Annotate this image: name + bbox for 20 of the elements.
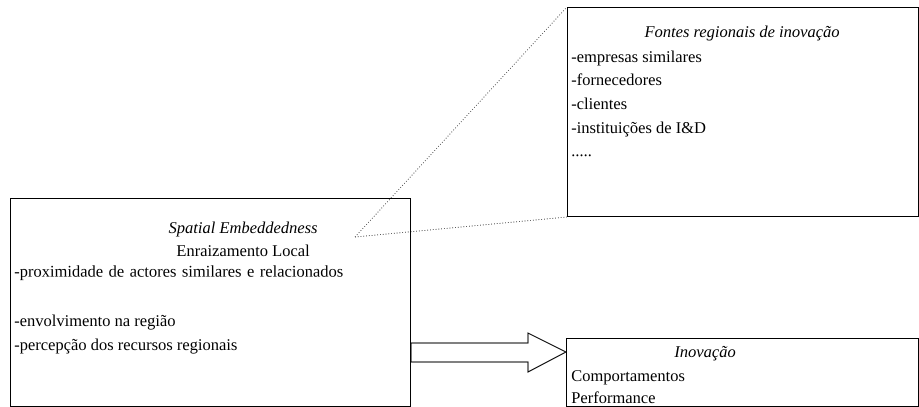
- list-item: -envolvimento na região: [14, 314, 175, 330]
- heading-text: Inovação: [674, 346, 736, 360]
- heading-text: Enraizamento Local: [176, 244, 310, 256]
- list-item: Comportamentos: [572, 370, 684, 385]
- list-item: -proximidade de actores similares e relacionados: [14, 265, 343, 280]
- list-item: -clientes: [572, 98, 627, 110]
- list-item: -percepção dos recursos regionais: [14, 338, 237, 354]
- list-item: Performance: [572, 391, 655, 404]
- list-item: -empresas similares: [572, 50, 702, 66]
- list-item: -instituições de I&D: [572, 122, 706, 137]
- text-box: [10, 198, 411, 407]
- leader-line: [354, 6, 568, 238]
- text-box: [567, 7, 919, 217]
- text-box: [566, 338, 919, 407]
- heading-text: Spatial Embeddedness: [168, 222, 317, 237]
- heading-text: Fontes regionais de inovação: [644, 26, 840, 41]
- list-item: -fornecedores: [572, 73, 662, 86]
- leader-line: [354, 216, 568, 238]
- block-arrow: [410, 332, 568, 373]
- list-item: .....: [572, 154, 591, 156]
